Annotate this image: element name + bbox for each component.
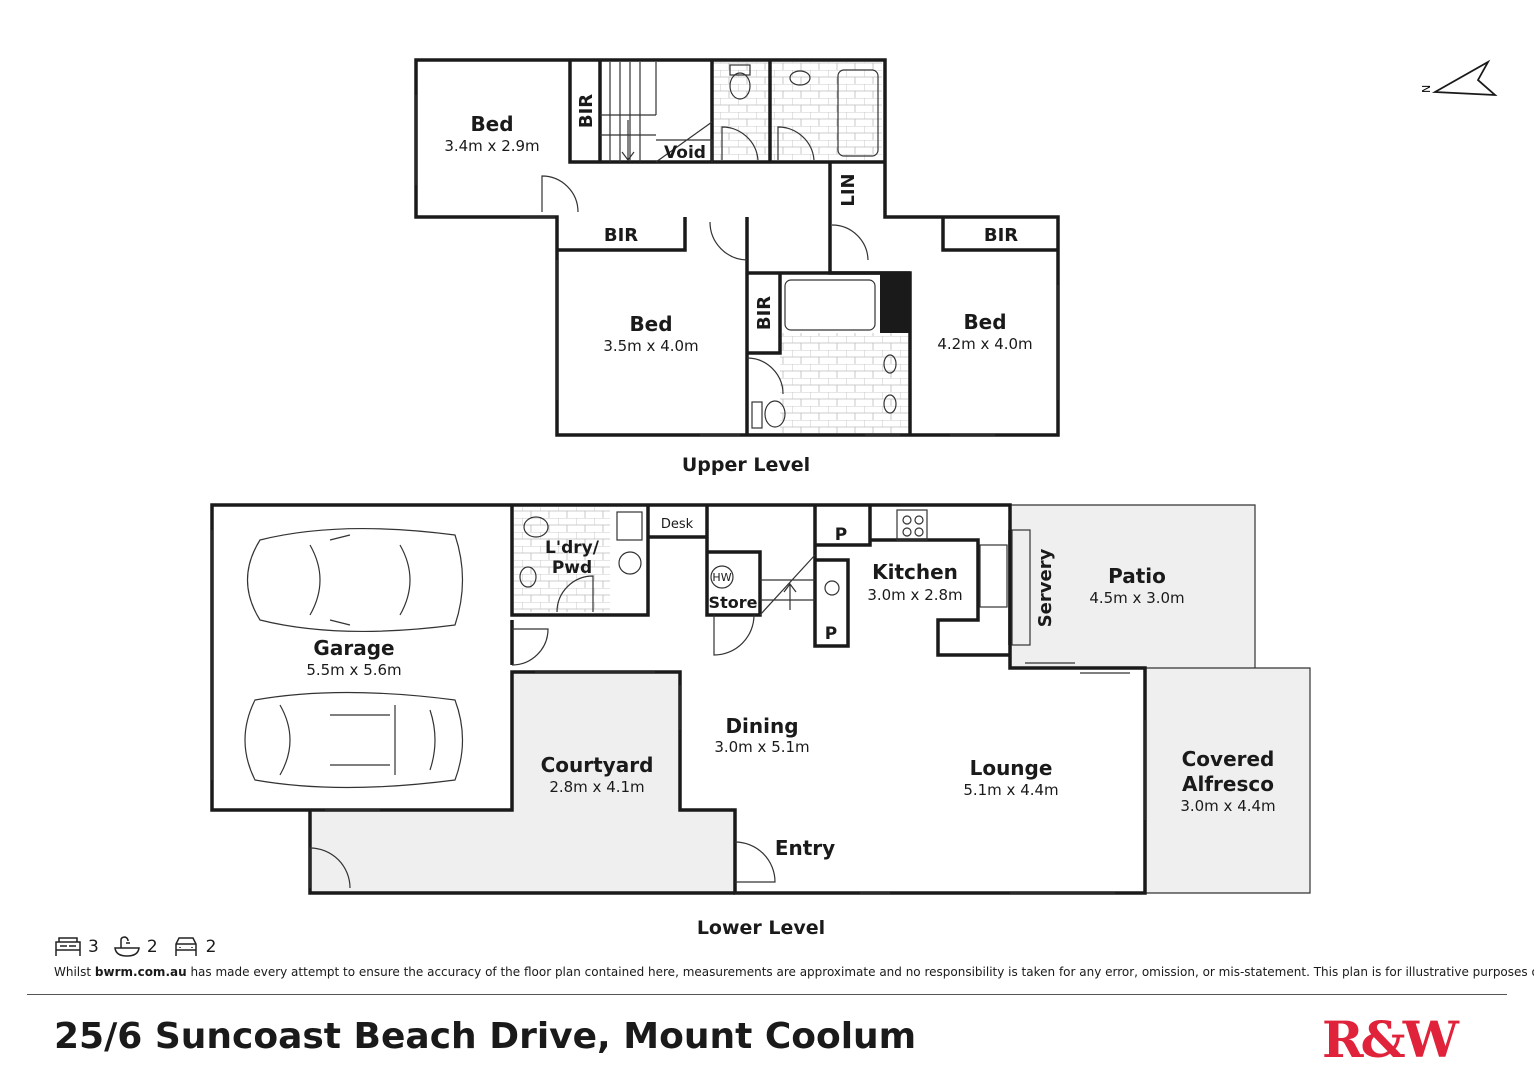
lower-level-label: Lower Level <box>697 917 825 939</box>
bir-label: BIR <box>576 94 597 128</box>
room-name: Covered <box>1182 747 1275 771</box>
room-size: 3.4m x 2.9m <box>444 137 539 155</box>
bedroom-count: 3 <box>88 937 99 957</box>
north-arrow-icon <box>1431 59 1498 97</box>
bath-icon <box>113 936 140 957</box>
car-icon <box>174 937 197 956</box>
car-space-count: 2 <box>205 937 217 957</box>
room-name: Bed <box>470 112 513 136</box>
room-size: 3.0m x 5.1m <box>714 738 809 756</box>
room-size: 4.2m x 4.0m <box>937 335 1032 353</box>
bathroom-count: 2 <box>146 937 158 957</box>
entry-label: Entry <box>775 836 835 860</box>
upper-level-plan <box>414 58 1060 437</box>
brand-logo: R&W <box>1322 1010 1459 1069</box>
servery-label: Servery <box>1035 548 1056 627</box>
laundry-label: L'dry/ <box>545 538 600 558</box>
property-summary: 3 2 2 <box>54 936 224 958</box>
void-label: Void <box>664 143 706 163</box>
bed-icon <box>55 937 81 956</box>
divider <box>27 994 1507 995</box>
lower-level-plan <box>210 503 1311 895</box>
pantry-label: P <box>835 525 847 545</box>
room-name: Patio <box>1108 564 1166 588</box>
room-size: 2.8m x 4.1m <box>549 778 644 796</box>
lin-label: LIN <box>838 173 859 206</box>
room-size: 4.5m x 3.0m <box>1089 589 1184 607</box>
property-address: 25/6 Suncoast Beach Drive, Mount Coolum <box>54 1016 917 1057</box>
store-label: Store <box>709 593 758 612</box>
room-name: Bed <box>629 312 672 336</box>
room-name: Kitchen <box>872 560 958 584</box>
pantry-label: P <box>825 624 837 644</box>
room-size: 5.5m x 5.6m <box>306 661 401 679</box>
room-size: 5.1m x 4.4m <box>963 781 1058 799</box>
upper-level-label: Upper Level <box>682 454 810 476</box>
desk-label: Desk <box>661 517 694 532</box>
room-name: Bed <box>963 310 1006 334</box>
hw-label: HW <box>712 571 731 584</box>
north-label: N <box>1420 85 1433 93</box>
car-icon <box>246 528 464 632</box>
room-name: Lounge <box>970 756 1053 780</box>
website-link: bwrm.com.au <box>94 965 187 979</box>
room-size: 3.0m x 4.4m <box>1180 797 1275 815</box>
room-name: Alfresco <box>1182 772 1274 796</box>
room-name: Courtyard <box>541 753 654 777</box>
disclaimer: Whilst bwrm.com.au has made every attemp… <box>54 965 1534 979</box>
disclaimer-suffix: has made every attempt to ensure the acc… <box>186 965 1534 979</box>
bir-label: BIR <box>984 225 1018 246</box>
room-name: Dining <box>725 714 798 738</box>
room-size: 3.5m x 4.0m <box>603 337 698 355</box>
powder-label: Pwd <box>552 558 592 578</box>
bir-label: BIR <box>754 296 775 330</box>
disclaimer-prefix: Whilst <box>54 965 95 979</box>
room-name: Garage <box>313 636 394 660</box>
bir-label: BIR <box>604 225 638 246</box>
car-icon <box>244 691 464 789</box>
room-size: 3.0m x 2.8m <box>867 586 962 604</box>
